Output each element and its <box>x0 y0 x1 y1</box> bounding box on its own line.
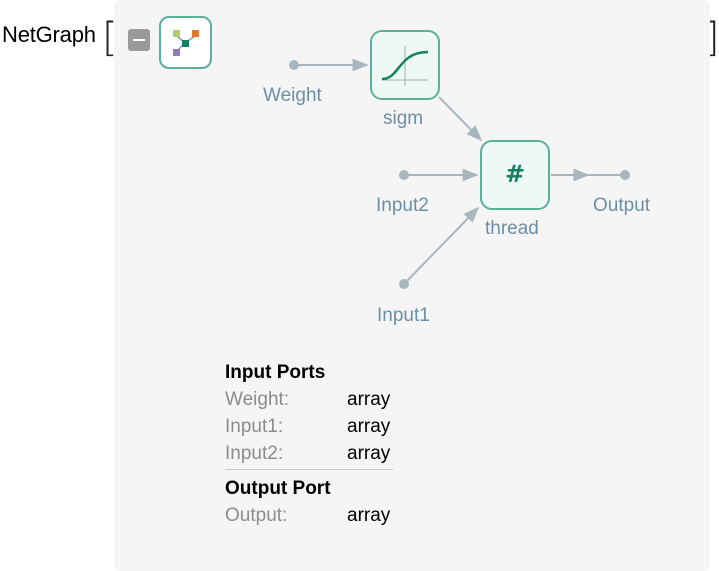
node-label-thread: thread <box>485 218 539 239</box>
input-port-row: Input2: array <box>225 440 395 467</box>
port-dot-input2 <box>399 170 409 180</box>
port-dot-output <box>620 170 630 180</box>
left-bracket: [ <box>102 15 118 61</box>
port-dot-input1 <box>399 279 409 289</box>
net-graph-icon[interactable] <box>159 16 212 69</box>
port-name: Input2: <box>225 443 284 464</box>
input-port-row: Input1: array <box>225 413 395 440</box>
node-label-sigm: sigm <box>383 108 424 129</box>
output-port-heading: Output Port <box>225 478 331 499</box>
input-port-row: Weight: array <box>225 386 395 413</box>
collapse-button[interactable] <box>128 29 150 51</box>
divider <box>225 469 393 470</box>
port-name: Input1: <box>225 416 284 437</box>
port-dot-weight <box>289 60 299 70</box>
port-name: Output: <box>225 505 288 526</box>
port-name: Weight: <box>225 389 290 410</box>
edge-sigm-thread <box>438 96 483 142</box>
port-label-input2: Input2 <box>376 195 429 216</box>
sigmoid-curve-icon <box>381 46 429 86</box>
node-sigm[interactable] <box>370 30 440 100</box>
edge-input1-thread <box>403 206 480 285</box>
node-thread[interactable]: # <box>480 140 550 210</box>
output-port-row: Output: array <box>225 502 395 529</box>
port-label-input1: Input1 <box>377 305 430 326</box>
expression-head: NetGraph <box>2 22 96 47</box>
port-type: array <box>347 416 391 437</box>
port-info-table: Input Ports Weight: array Input1: array … <box>225 360 395 529</box>
port-type: array <box>347 389 391 410</box>
port-type: array <box>347 505 391 526</box>
port-label-output: Output <box>593 195 651 216</box>
input-ports-heading: Input Ports <box>225 362 326 383</box>
hash-icon: # <box>504 160 526 188</box>
port-type: array <box>347 443 391 464</box>
net-graph-glyph <box>173 30 199 56</box>
port-label-weight: Weight <box>263 85 322 106</box>
